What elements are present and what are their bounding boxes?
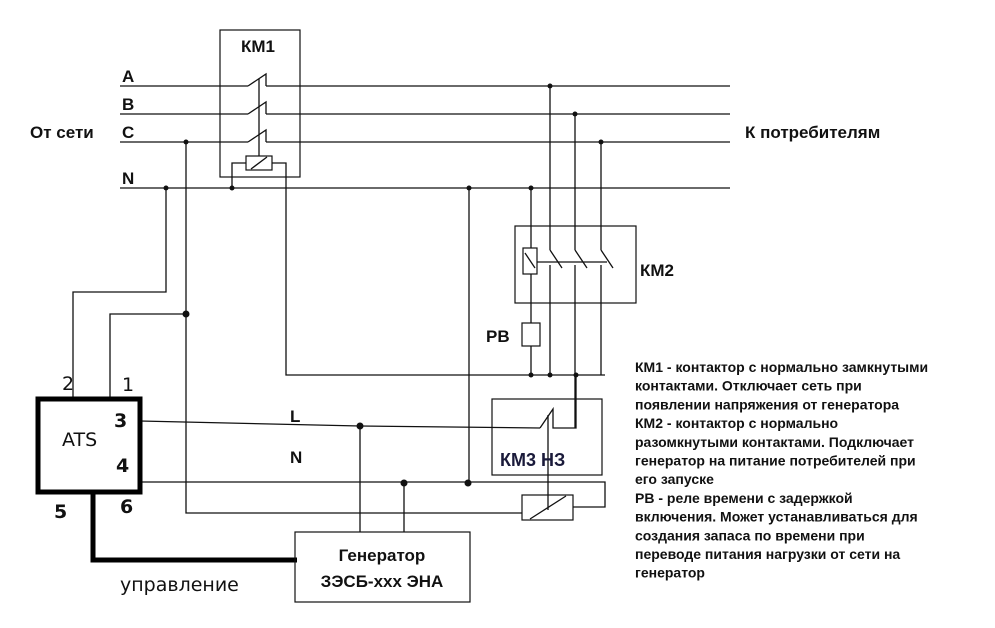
ats-pin-1: 1 (122, 374, 134, 396)
ats-pin-4: 4 (116, 455, 129, 477)
generator-model: ЗЭСБ-ххх ЭНА (321, 572, 444, 591)
km3-label: КМ3 НЗ (500, 450, 565, 470)
legend-text: переводе питания нагрузки от сети на (635, 546, 900, 562)
legend-text: - контактор с нормально (663, 415, 838, 431)
time-relay (521, 322, 541, 347)
legend-line: генератор (635, 565, 705, 581)
legend-line: КМ2 - контактор с нормально (635, 415, 838, 431)
km2-label: КМ2 (640, 261, 674, 280)
phase-a-label: A (122, 67, 134, 86)
legend-text: появлении напряжения от генератора (635, 396, 899, 412)
control-wire (90, 492, 297, 563)
legend-line: его запуске (635, 471, 714, 487)
rv-label: РВ (486, 327, 510, 346)
generator-n-wire (140, 481, 606, 508)
load-label: К потребителям (745, 123, 880, 142)
legend-text: его запуске (635, 471, 714, 487)
ats-pin-2: 2 (62, 373, 74, 395)
legend-line: переводе питания нагрузки от сети на (635, 546, 900, 562)
legend-text: контактами. Отключает сеть при (635, 378, 862, 394)
legend-text: включения. Может устанавливаться для (635, 509, 918, 525)
legend-term: РВ (635, 490, 654, 506)
ats-pin1-wire (109, 313, 186, 398)
neutral-label: N (122, 169, 134, 188)
phase-c-feed-wire (185, 142, 522, 514)
legend-line: разомкнутыми контактами. Подключает (635, 434, 914, 450)
phase-c-label: C (122, 123, 134, 142)
gen-l-label: L (290, 407, 300, 426)
legend-line: РВ - реле времени с задержкой (635, 490, 853, 506)
phase-b-label: B (122, 95, 134, 114)
legend: КМ1 - контактор с нормально замкнутыми ко… (635, 359, 928, 581)
legend-text: генератор (635, 565, 705, 581)
source-label: От сети (30, 123, 94, 142)
gen-n-label: N (290, 448, 302, 467)
km2-contactor (514, 86, 637, 428)
generator-block (294, 531, 471, 603)
legend-line: КМ1 - контактор с нормально замкнутыми (635, 359, 928, 375)
legend-text: создания запаса по времени при (635, 527, 865, 543)
legend-line: контактами. Отключает сеть при (635, 378, 862, 394)
legend-line: создания запаса по времени при (635, 527, 865, 543)
ats-pin-3: 3 (114, 410, 127, 432)
legend-text: - реле времени с задержкой (654, 490, 852, 506)
ats-pin-5: 5 (54, 501, 67, 523)
legend-line: включения. Может устанавливаться для (635, 509, 918, 525)
legend-text: генератор на питание потребителей при (635, 453, 916, 469)
generator-name: Генератор (339, 546, 426, 565)
ats-block (35, 396, 143, 495)
ats-label: ATS (62, 429, 97, 451)
legend-term: КМ1 (635, 359, 663, 375)
legend-line: генератор на питание потребителей при (635, 453, 916, 469)
ats-pin-6: 6 (120, 496, 133, 518)
km1-contactor (219, 29, 605, 376)
km1-label: КМ1 (241, 37, 275, 56)
generator-l-wire (139, 420, 541, 429)
control-label: управление (120, 574, 239, 596)
legend-line: появлении напряжения от генератора (635, 396, 899, 412)
legend-term: КМ2 (635, 415, 663, 431)
ats-pin2-wire (72, 188, 167, 398)
km3-contactor (491, 375, 603, 521)
legend-text: - контактор с нормально замкнутыми (663, 359, 928, 375)
legend-text: разомкнутыми контактами. Подключает (635, 434, 914, 450)
